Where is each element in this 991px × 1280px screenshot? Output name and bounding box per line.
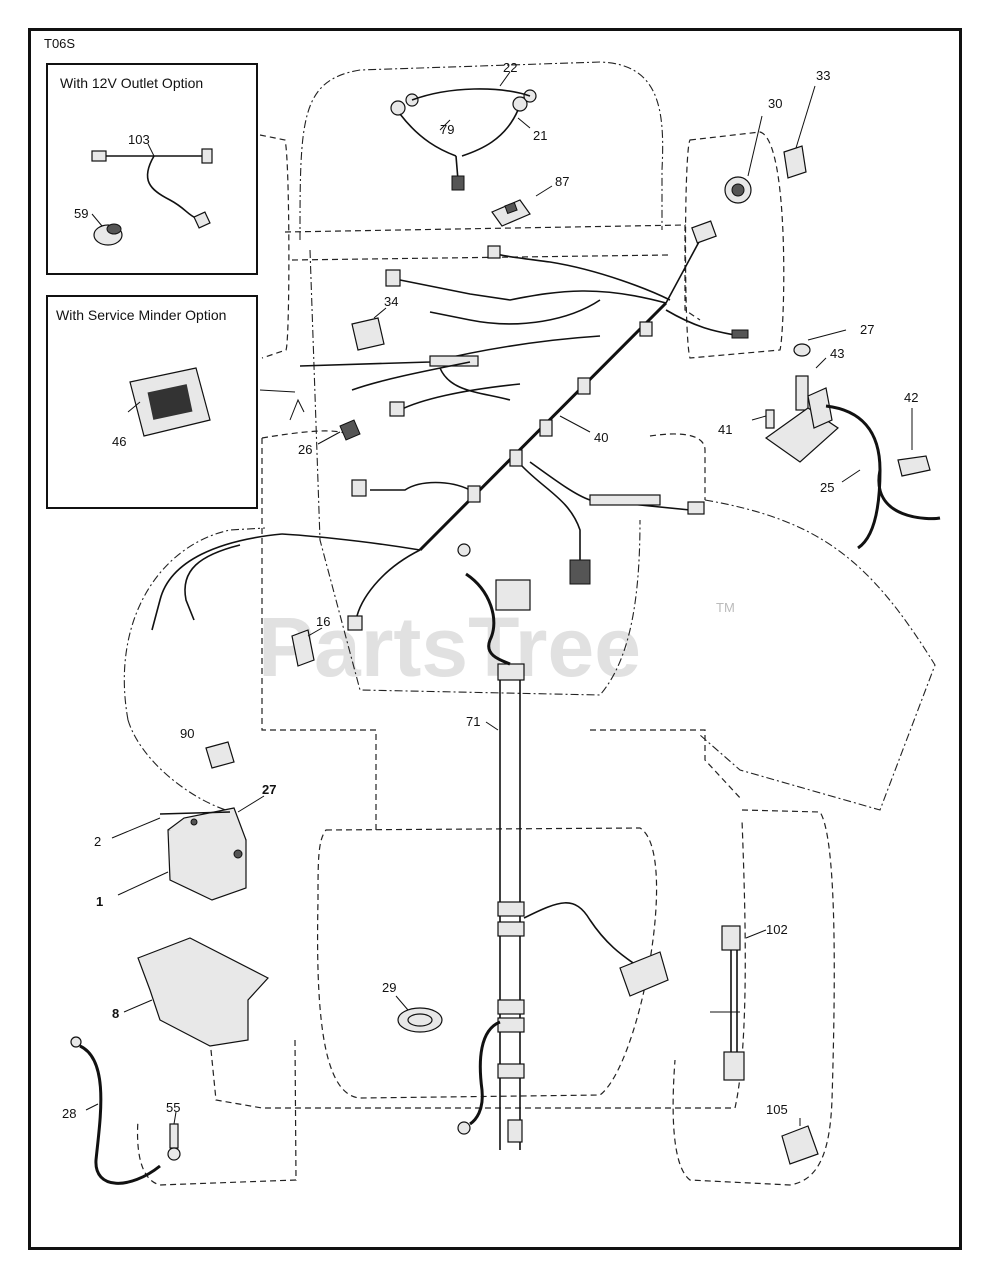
ignition-30	[724, 115, 763, 204]
callout-90: 90	[180, 726, 194, 741]
bolt-55	[167, 1111, 181, 1161]
cable-28	[70, 1036, 161, 1185]
outlet-option-box	[46, 63, 258, 275]
callout-43: 43	[830, 346, 844, 361]
callout-22: 22	[503, 60, 517, 75]
callout-42: 42	[904, 390, 918, 405]
callout-25: 25	[820, 480, 834, 495]
callout-16: 16	[316, 614, 330, 629]
service-minder-46	[127, 367, 211, 437]
main-harness-40	[151, 220, 749, 631]
callout-55: 55	[166, 1100, 180, 1115]
switch-87	[491, 185, 553, 227]
callout-87: 87	[555, 174, 569, 189]
headlight-harness	[390, 71, 537, 191]
tractor-outline	[123, 61, 936, 1186]
solenoid-assembly	[751, 329, 941, 550]
callout-1: 1	[96, 894, 103, 909]
callout-21: 21	[533, 128, 547, 143]
callout-41: 41	[718, 422, 732, 437]
callout-29: 29	[382, 980, 396, 995]
callout-28: 28	[62, 1106, 76, 1121]
callout-46: 46	[112, 434, 126, 449]
callout-79: 79	[440, 122, 454, 137]
watermark-text: PartsTree	[258, 600, 641, 694]
callout-40: 40	[594, 430, 608, 445]
service-minder-option-title: With Service Minder Option	[56, 307, 226, 323]
part-90	[205, 741, 235, 769]
callout-102: 102	[766, 922, 788, 937]
callout-103: 103	[128, 132, 150, 147]
battery-tray-8	[123, 937, 269, 1047]
diagram-frame	[28, 28, 962, 1250]
callout-8: 8	[112, 1006, 119, 1021]
battery-1	[111, 795, 265, 901]
cable-71	[457, 543, 669, 1150]
callout-26: 26	[298, 442, 312, 457]
outlet-option-title: With 12V Outlet Option	[60, 75, 203, 91]
callout-33: 33	[816, 68, 830, 83]
outlet-harness-103	[91, 143, 213, 229]
relay-33	[783, 85, 816, 179]
part-105	[781, 1118, 819, 1165]
callout-27b: 27	[262, 782, 276, 797]
part-29	[395, 995, 443, 1033]
outlet-59	[91, 213, 123, 246]
diagram-code: T06S	[44, 36, 75, 51]
harness-102	[710, 925, 767, 1081]
callout-71: 71	[466, 714, 480, 729]
callout-34: 34	[384, 294, 398, 309]
callout-2: 2	[94, 834, 101, 849]
callout-59: 59	[74, 206, 88, 221]
callout-105: 105	[766, 1102, 788, 1117]
callout-30: 30	[768, 96, 782, 111]
fuse-26	[317, 419, 361, 445]
relay-16	[291, 627, 323, 667]
callout-27a: 27	[860, 322, 874, 337]
switch-34	[351, 307, 387, 351]
watermark-tm: TM	[716, 600, 735, 615]
